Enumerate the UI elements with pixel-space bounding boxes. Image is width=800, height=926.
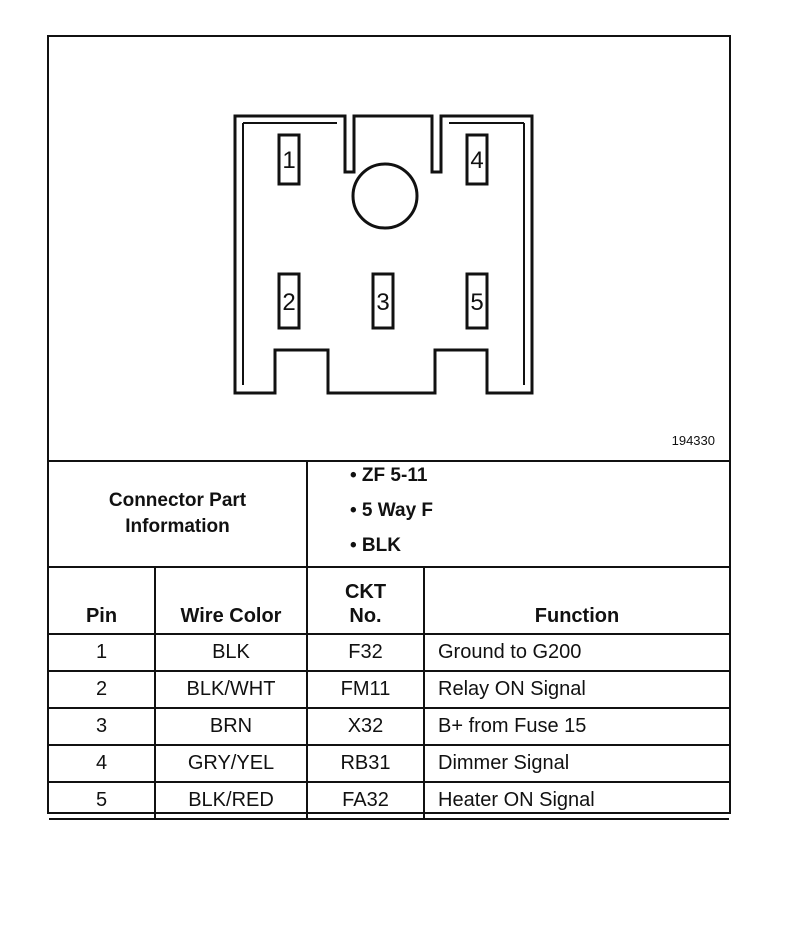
table-row: 2 BLK/WHT FM11 Relay ON Signal: [49, 671, 729, 709]
table-row: 1 BLK F32 Ground to G200: [49, 634, 729, 672]
table-row: 4 GRY/YEL RB31 Dimmer Signal: [49, 745, 729, 783]
cell-function: Ground to G200: [424, 634, 729, 672]
header-ckt-line1: CKT: [344, 581, 387, 603]
cell-function: B+ from Fuse 15: [424, 708, 729, 746]
cell-pin: 4: [49, 745, 156, 783]
connector-info-list: • ZF 5-11 • 5 Way F • BLK: [308, 462, 729, 566]
connector-part-info: Connector Part Information • ZF 5-11 • 5…: [49, 462, 729, 568]
connector-info-item: • 5 Way F: [350, 500, 434, 521]
header-function: Function: [424, 566, 729, 635]
pin-cavity-5: [465, 272, 489, 330]
pin-table: Pin Wire Color CKT No. Function 1 BLK F3…: [49, 566, 729, 820]
pin-cavity-2: [277, 272, 301, 330]
connector-info-title: Connector Part Information: [49, 462, 308, 566]
cell-function: Heater ON Signal: [424, 782, 729, 820]
cell-ckt: FA32: [307, 782, 425, 820]
figure-id: 194330: [671, 433, 715, 448]
connector-face-drawing: 1 4 2 3 5: [233, 114, 534, 395]
cell-ckt: RB31: [307, 745, 425, 783]
pin-cavity-3: [371, 272, 395, 330]
cell-wire-color: BLK/RED: [155, 782, 308, 820]
pin-label-3: 3: [376, 289, 389, 316]
connector-info-item: • ZF 5-11: [350, 465, 428, 486]
table-row: 5 BLK/RED FA32 Heater ON Signal: [49, 782, 729, 820]
cell-function: Relay ON Signal: [424, 671, 729, 709]
cell-wire-color: BLK/WHT: [155, 671, 308, 709]
table-row: 3 BRN X32 B+ from Fuse 15: [49, 708, 729, 746]
connector-sheet: 1 4 2 3 5 194330 Connector Part Informat…: [47, 35, 731, 820]
connector-face-figure: 1 4 2 3 5 194330: [49, 37, 729, 462]
header-wire-color: Wire Color: [155, 566, 308, 635]
pin-label-5: 5: [470, 289, 483, 316]
cell-pin: 1: [49, 634, 156, 672]
header-pin: Pin: [49, 566, 156, 635]
pin-cavity-4: [465, 133, 489, 186]
cell-wire-color: BRN: [155, 708, 308, 746]
cell-ckt: X32: [307, 708, 425, 746]
pin-label-4: 4: [470, 147, 483, 174]
cell-wire-color: GRY/YEL: [155, 745, 308, 783]
pin-label-2: 2: [282, 289, 295, 316]
pin-table-header: Pin Wire Color CKT No. Function: [49, 566, 729, 635]
cell-pin: 3: [49, 708, 156, 746]
cell-wire-color: BLK: [155, 634, 308, 672]
connector-info-item: • BLK: [350, 535, 401, 556]
connector-body-outline: [233, 114, 534, 395]
connector-info-title-line1: Connector Part: [108, 490, 247, 511]
pin-cavity-1: [277, 133, 301, 186]
cell-pin: 2: [49, 671, 156, 709]
cell-ckt: F32: [307, 634, 425, 672]
header-ckt-line2: No.: [349, 605, 382, 627]
cell-ckt: FM11: [307, 671, 425, 709]
connector-info-title-line2: Information: [125, 516, 230, 537]
cell-function: Dimmer Signal: [424, 745, 729, 783]
cell-pin: 5: [49, 782, 156, 820]
header-ckt-no: CKT No.: [307, 566, 425, 635]
connector-center-hole: [351, 162, 419, 230]
pin-label-1: 1: [282, 147, 295, 174]
